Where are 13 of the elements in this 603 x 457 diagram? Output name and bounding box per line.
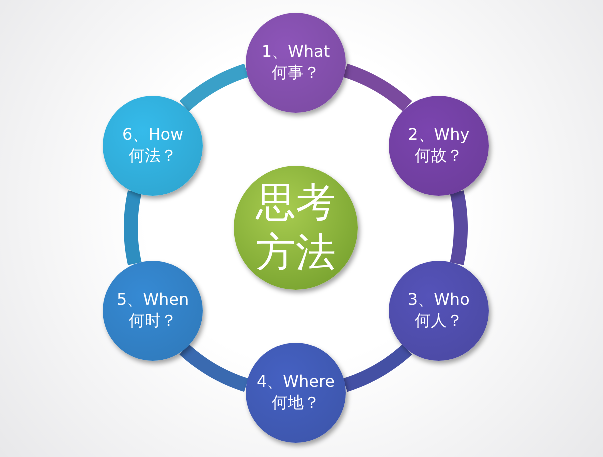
question-label: 6、How 何法？ (122, 124, 185, 166)
ring-connector (180, 64, 249, 112)
ring-connector (124, 190, 142, 266)
question-label: 1、What 何事？ (260, 42, 332, 84)
ring-connector (343, 64, 412, 112)
ring-connector (343, 344, 412, 392)
center-title: 思考方法 (254, 179, 337, 278)
ring-connector (450, 190, 468, 266)
question-label: 3、Who 何人？ (406, 290, 471, 332)
question-label: 2、Why 何故？ (407, 124, 471, 166)
ring-connector (180, 344, 249, 392)
question-label: 5、When 何时？ (116, 290, 190, 332)
question-label: 4、Where 何地？ (256, 372, 336, 414)
